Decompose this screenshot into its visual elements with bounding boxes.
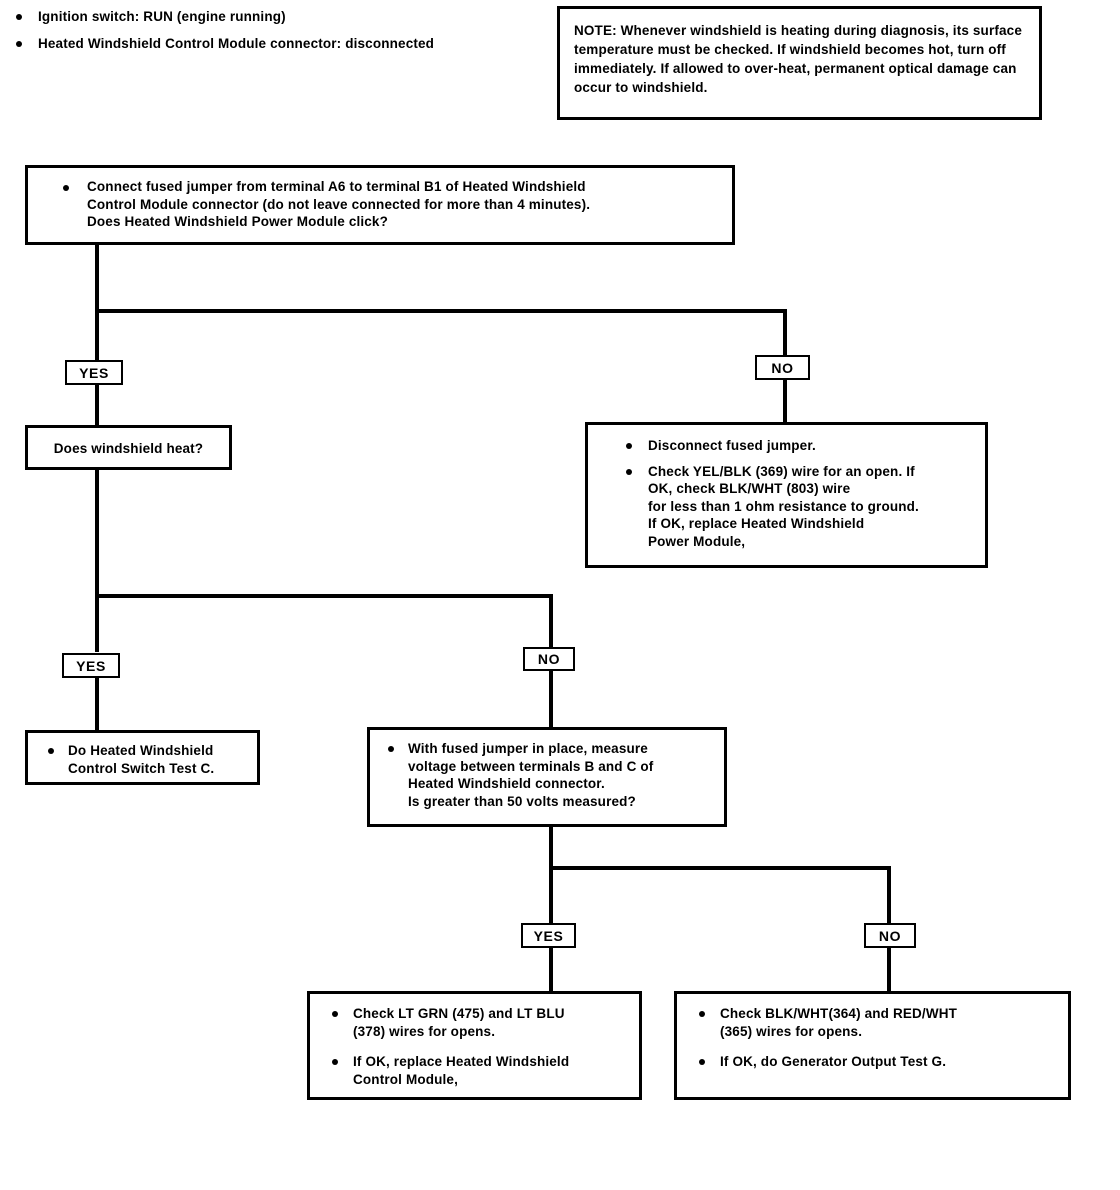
connector-branch2-horizontal [95,594,553,598]
note-box: NOTE: Whenever windshield is heating dur… [557,6,1042,120]
branch2-no-label: NO [523,647,575,671]
measure-voltage-text: With fused jumper in place, measure volt… [408,741,654,809]
list-item: Connect fused jumper from terminal A6 to… [45,178,720,231]
step-1-text: Connect fused jumper from terminal A6 to… [87,179,591,229]
measure-voltage-box: With fused jumper in place, measure volt… [367,727,727,827]
list-item: With fused jumper in place, measure volt… [384,740,716,810]
bottom-left-action-box: Check LT GRN (475) and LT BLU (378) wire… [307,991,642,1100]
connector-branch1-no-down [783,309,787,358]
branch1-no-label: NO [755,355,810,380]
list-item: If OK, do Generator Output Test G. [691,1053,1060,1071]
connector-branch3-horizontal [549,866,891,870]
switch-test-bullets: Do Heated Windshield Control Switch Test… [42,742,249,777]
bullet-dot-icon [699,1059,705,1065]
bullet-dot-icon [388,746,394,752]
bullet-dot-icon [48,748,54,754]
branch1-yes-label: YES [65,360,123,385]
bottom-left-text: If OK, replace Heated Windshield Control… [353,1054,570,1087]
bottom-right-text: If OK, do Generator Output Test G. [720,1054,947,1069]
no-branch-text: Check YEL/BLK (369) wire for an open. If… [648,463,919,549]
bullet-dot-icon [626,443,632,449]
bottom-left-bullets: Check LT GRN (475) and LT BLU (378) wire… [324,1005,631,1101]
bullet-dot-icon [332,1059,338,1065]
bullet-dot-icon [63,185,69,191]
list-item: Check YEL/BLK (369) wire for an open. If… [602,463,977,551]
list-item: Check LT GRN (475) and LT BLU (378) wire… [324,1005,631,1040]
bottom-left-text: Check LT GRN (475) and LT BLU (378) wire… [353,1006,565,1039]
note-text: NOTE: Whenever windshield is heating dur… [574,23,1022,95]
list-item: Heated Windshield Control Module connect… [14,35,534,53]
no-branch-action-box: Disconnect fused jumper. Check YEL/BLK (… [585,422,988,568]
connector-measure-down [549,827,553,871]
precondition-text: Ignition switch: RUN (engine running) [38,9,286,24]
precondition-text: Heated Windshield Control Module connect… [38,36,435,51]
connector-branch3-yes-down [549,866,553,924]
bullet-dot-icon [16,41,22,47]
measure-voltage-bullets: With fused jumper in place, measure volt… [384,740,716,810]
no-branch-text: Disconnect fused jumper. [648,438,816,453]
bottom-right-bullets: Check BLK/WHT(364) and RED/WHT (365) wir… [691,1005,1060,1084]
branch3-no-label: NO [864,923,916,948]
bullet-dot-icon [626,468,632,475]
bullet-dot-icon [332,1011,338,1017]
bottom-right-action-box: Check BLK/WHT(364) and RED/WHT (365) wir… [674,991,1071,1100]
connector-branch3-no-down [887,866,891,924]
precondition-list: Ignition switch: RUN (engine running) He… [14,8,534,62]
connector-yes2-to-switch [95,678,99,732]
bullet-dot-icon [16,14,22,20]
branch2-yes-label: YES [62,653,120,678]
connector-heat-down [95,470,99,598]
connector-yes1-to-heat [95,385,99,426]
connector-branch2-no-down [549,594,553,647]
connector-no1-to-box [783,380,787,423]
step-1-box: Connect fused jumper from terminal A6 to… [25,165,735,245]
connector-no2-to-measure [549,671,553,729]
switch-test-text: Do Heated Windshield Control Switch Test… [68,743,215,776]
list-item: If OK, replace Heated Windshield Control… [324,1053,631,1088]
connector-branch2-yes-down [95,594,99,652]
connector-branch1-yes-down [95,309,99,364]
list-item: Disconnect fused jumper. [602,437,977,455]
connector-step1-down [95,245,99,313]
connector-branch1-horizontal [95,309,787,313]
list-item: Check BLK/WHT(364) and RED/WHT (365) wir… [691,1005,1060,1040]
switch-test-box: Do Heated Windshield Control Switch Test… [25,730,260,785]
bottom-right-text: Check BLK/WHT(364) and RED/WHT (365) wir… [720,1006,958,1039]
connector-yes3-to-bottom-left [549,948,553,993]
windshield-heat-question-text: Does windshield heat? [53,441,204,456]
list-item: Ignition switch: RUN (engine running) [14,8,534,26]
step-1-bullets: Connect fused jumper from terminal A6 to… [45,178,720,231]
branch3-yes-label: YES [521,923,576,948]
no-branch-bullets: Disconnect fused jumper. Check YEL/BLK (… [602,437,977,558]
connector-no3-to-bottom-right [887,948,891,993]
bullet-dot-icon [699,1011,705,1017]
windshield-heat-question-box: Does windshield heat? [25,425,232,470]
list-item: Do Heated Windshield Control Switch Test… [42,742,249,777]
